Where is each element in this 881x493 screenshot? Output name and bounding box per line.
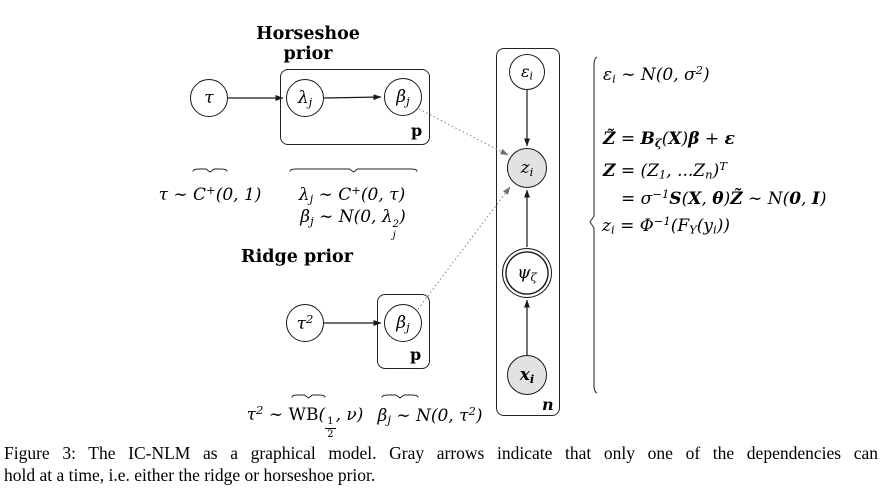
node-z-i: zi bbox=[507, 148, 547, 188]
node-epsilon-i: εi bbox=[509, 54, 545, 90]
formula-beta-prior-ridge: βj ∼ N(0, τ2) bbox=[377, 404, 483, 427]
horseshoe-plate bbox=[280, 69, 430, 145]
equation-ztilde: Z̃ = Bζ(X)β + ε bbox=[603, 129, 735, 150]
equation-z-vector: Z = (Z1, ...Zn)T bbox=[603, 159, 727, 182]
observation-plate-label: n bbox=[542, 395, 554, 414]
node-x-i-label: xi bbox=[519, 364, 535, 386]
node-x-i: xi bbox=[507, 355, 547, 395]
horseshoe-plate-label: p bbox=[411, 121, 423, 140]
formula-lambda-prior: λj ∼ C+(0, τ) bbox=[298, 183, 406, 206]
brace-ridge-beta-prior bbox=[381, 394, 419, 399]
node-epsilon-i-label: εi bbox=[520, 61, 534, 83]
equations-brace bbox=[589, 56, 598, 394]
node-tau-squared: τ2 bbox=[286, 304, 324, 342]
equation-standardized: = σ−1S(X, θ)Z̃ ∼ N(0, I) bbox=[621, 187, 827, 209]
brace-lambda-beta-priors bbox=[289, 168, 418, 173]
brace-tausq-prior bbox=[291, 394, 326, 399]
gray-arrow-horseshoe-beta-to-z bbox=[418, 108, 509, 156]
node-tau-squared-label: τ2 bbox=[296, 312, 314, 334]
node-z-i-label: zi bbox=[520, 157, 534, 179]
node-tau-label: τ bbox=[204, 88, 214, 108]
caption-line-1: Figure 3: The IC-NLM as a graphical mode… bbox=[4, 443, 878, 463]
horseshoe-title: Horseshoe prior bbox=[256, 24, 360, 64]
node-beta-j-horseshoe: βj bbox=[384, 78, 422, 116]
equation-epsilon: εi ∼ N(0, σ2) bbox=[603, 63, 710, 86]
node-lambda-j-label: λj bbox=[297, 87, 313, 109]
node-psi-zeta: ψζ bbox=[502, 248, 552, 298]
node-beta-j-ridge-label: βj bbox=[396, 312, 410, 334]
node-beta-j-ridge: βj bbox=[384, 304, 422, 342]
node-lambda-j: λj bbox=[286, 79, 324, 117]
figure-caption: Figure 3: The IC-NLM as a graphical mode… bbox=[4, 442, 878, 486]
formula-tau-prior: τ ∼ C+(0, 1) bbox=[158, 183, 262, 205]
ridge-title: Ridge prior bbox=[241, 247, 353, 267]
ridge-plate-label: p bbox=[410, 345, 422, 364]
brace-tau-prior bbox=[192, 168, 228, 173]
ridge-plate bbox=[377, 294, 430, 369]
equation-z-i: zi = Φ−1(FY(yi)) bbox=[602, 214, 730, 237]
node-beta-j-horseshoe-label: βj bbox=[396, 86, 410, 108]
node-tau: τ bbox=[190, 79, 228, 117]
caption-line-2: hold at a time, i.e. either the ridge or… bbox=[4, 465, 376, 485]
node-psi-zeta-label: ψζ bbox=[517, 262, 537, 284]
